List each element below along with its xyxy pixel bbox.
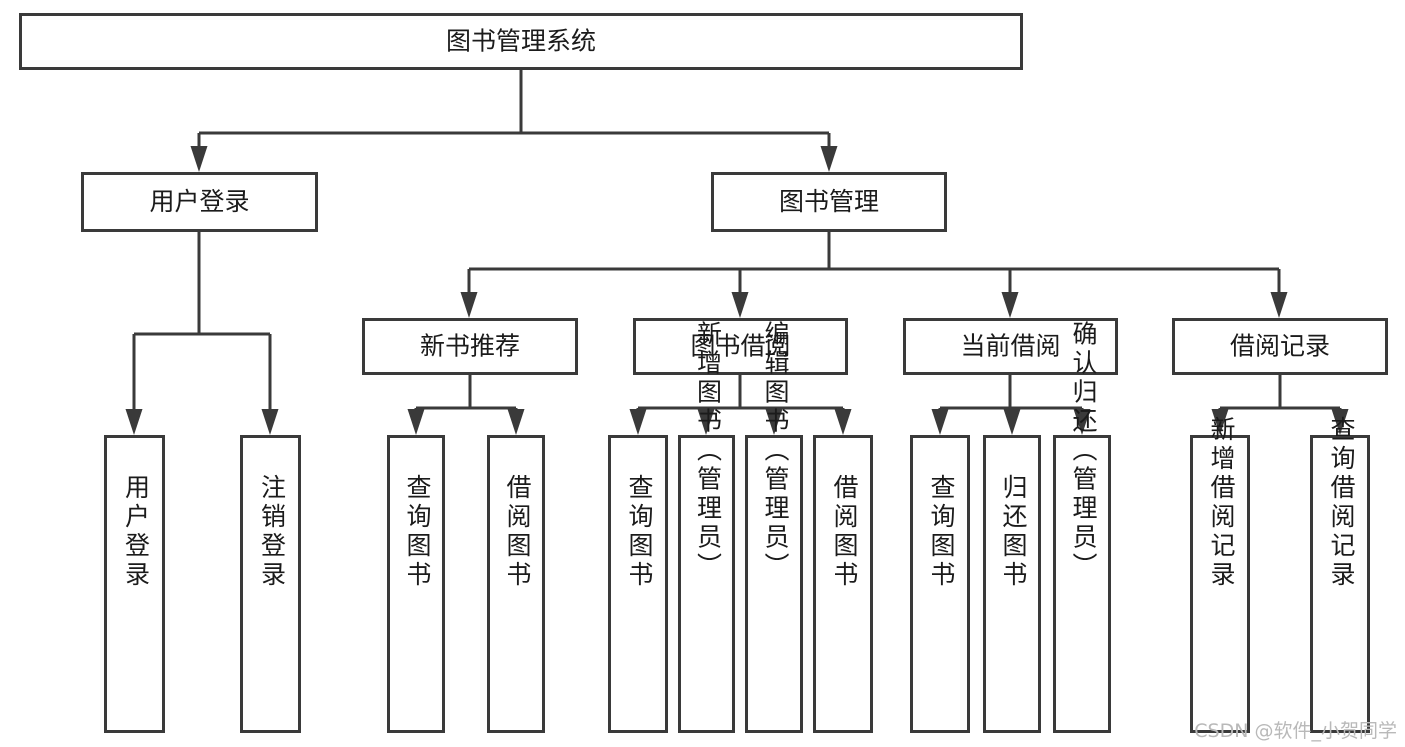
node-label-leaf_r_query: 查询借阅记录 <box>1327 416 1356 590</box>
node-leaf_c_query[interactable]: 查询图书 <box>910 435 970 733</box>
node-label-leaf_new_query: 查询图书 <box>403 474 432 590</box>
connector-new-to-leaves <box>407 375 525 435</box>
connector-layer <box>125 70 1349 435</box>
node-label-leaf_logout: 注销登录 <box>258 474 287 590</box>
node-root[interactable]: 图书管理系统 <box>19 13 1023 70</box>
node-box-leaf_b_borrow[interactable] <box>813 435 873 733</box>
node-label-leaf_b_borrow: 借阅图书 <box>830 474 859 590</box>
node-l3_current[interactable]: 当前借阅 <box>903 318 1118 375</box>
node-box-leaf_c_return[interactable] <box>983 435 1041 733</box>
node-box-leaf_b_add[interactable] <box>678 435 735 733</box>
node-leaf_b_query[interactable]: 查询图书 <box>608 435 668 733</box>
node-box-leaf_login[interactable] <box>104 435 165 733</box>
node-box-leaf_new_borrow[interactable] <box>487 435 545 733</box>
node-box-leaf_c_confirm[interactable] <box>1053 435 1111 733</box>
node-label-l3_new: 新书推荐 <box>420 332 520 361</box>
node-leaf_login[interactable]: 用户登录 <box>104 435 165 733</box>
node-leaf_c_return[interactable]: 归还图书 <box>983 435 1041 733</box>
connector-current-to-leaves <box>931 375 1091 435</box>
node-box-l2_book[interactable] <box>711 172 947 232</box>
connector-user-to-leaves <box>125 232 279 435</box>
node-label-l3_record: 借阅记录 <box>1230 332 1330 361</box>
node-box-leaf_c_query[interactable] <box>910 435 970 733</box>
node-label-leaf_c_confirm: 确认归还（管理员） <box>1069 321 1098 582</box>
node-label-leaf_b_add: 新增图书（管理员） <box>694 321 723 582</box>
node-box-l3_new[interactable] <box>362 318 578 375</box>
node-box-leaf_new_query[interactable] <box>387 435 445 733</box>
node-leaf_b_borrow[interactable]: 借阅图书 <box>813 435 873 733</box>
node-l3_new[interactable]: 新书推荐 <box>362 318 578 375</box>
node-leaf_logout[interactable]: 注销登录 <box>240 435 301 733</box>
node-label-l3_borrow: 图书借阅 <box>690 332 790 361</box>
node-box-l2_user[interactable] <box>81 172 318 232</box>
node-label-leaf_b_query: 查询图书 <box>625 474 654 590</box>
node-label-l2_user: 用户登录 <box>149 187 249 216</box>
connector-root-to-level2 <box>190 70 838 172</box>
node-leaf_b_edit[interactable]: 编辑图书（管理员） <box>745 321 803 733</box>
node-layer: 图书管理系统用户登录图书管理新书推荐图书借阅当前借阅借阅记录用户登录注销登录查询… <box>19 13 1388 733</box>
node-box-leaf_b_edit[interactable] <box>745 435 803 733</box>
node-leaf_b_add[interactable]: 新增图书（管理员） <box>678 321 735 733</box>
node-leaf_new_query[interactable]: 查询图书 <box>387 435 445 733</box>
node-l3_borrow[interactable]: 图书借阅 <box>633 318 848 375</box>
connector-borrow-to-leaves <box>629 375 852 435</box>
node-label-l2_book: 图书管理 <box>779 187 879 216</box>
node-box-leaf_b_query[interactable] <box>608 435 668 733</box>
node-box-root[interactable] <box>19 13 1023 70</box>
node-label-leaf_c_return: 归还图书 <box>999 474 1028 590</box>
node-label-l3_current: 当前借阅 <box>960 332 1060 361</box>
node-box-l3_borrow[interactable] <box>633 318 848 375</box>
node-box-l3_current[interactable] <box>903 318 1118 375</box>
csdn-watermark: CSDN @软件_小贺同学 <box>1194 720 1397 742</box>
node-leaf_r_add[interactable]: 新增借阅记录 <box>1190 416 1250 733</box>
node-box-l3_record[interactable] <box>1172 318 1388 375</box>
node-label-root: 图书管理系统 <box>446 27 596 56</box>
node-label-leaf_b_edit: 编辑图书（管理员） <box>761 321 790 582</box>
node-box-leaf_r_add[interactable] <box>1190 435 1250 733</box>
connector-record-to-leaves <box>1211 375 1349 435</box>
node-leaf_r_query[interactable]: 查询借阅记录 <box>1310 416 1370 733</box>
node-label-leaf_login: 用户登录 <box>122 474 151 590</box>
node-leaf_c_confirm[interactable]: 确认归还（管理员） <box>1053 321 1111 733</box>
node-l2_book[interactable]: 图书管理 <box>711 172 947 232</box>
node-box-leaf_logout[interactable] <box>240 435 301 733</box>
node-label-leaf_c_query: 查询图书 <box>927 474 956 590</box>
node-box-leaf_r_query[interactable] <box>1310 435 1370 733</box>
node-l3_record[interactable]: 借阅记录 <box>1172 318 1388 375</box>
node-label-leaf_r_add: 新增借阅记录 <box>1207 416 1236 590</box>
node-l2_user[interactable]: 用户登录 <box>81 172 318 232</box>
node-label-leaf_new_borrow: 借阅图书 <box>503 474 532 590</box>
connector-book-to-level3 <box>460 232 1288 318</box>
node-leaf_new_borrow[interactable]: 借阅图书 <box>487 435 545 733</box>
